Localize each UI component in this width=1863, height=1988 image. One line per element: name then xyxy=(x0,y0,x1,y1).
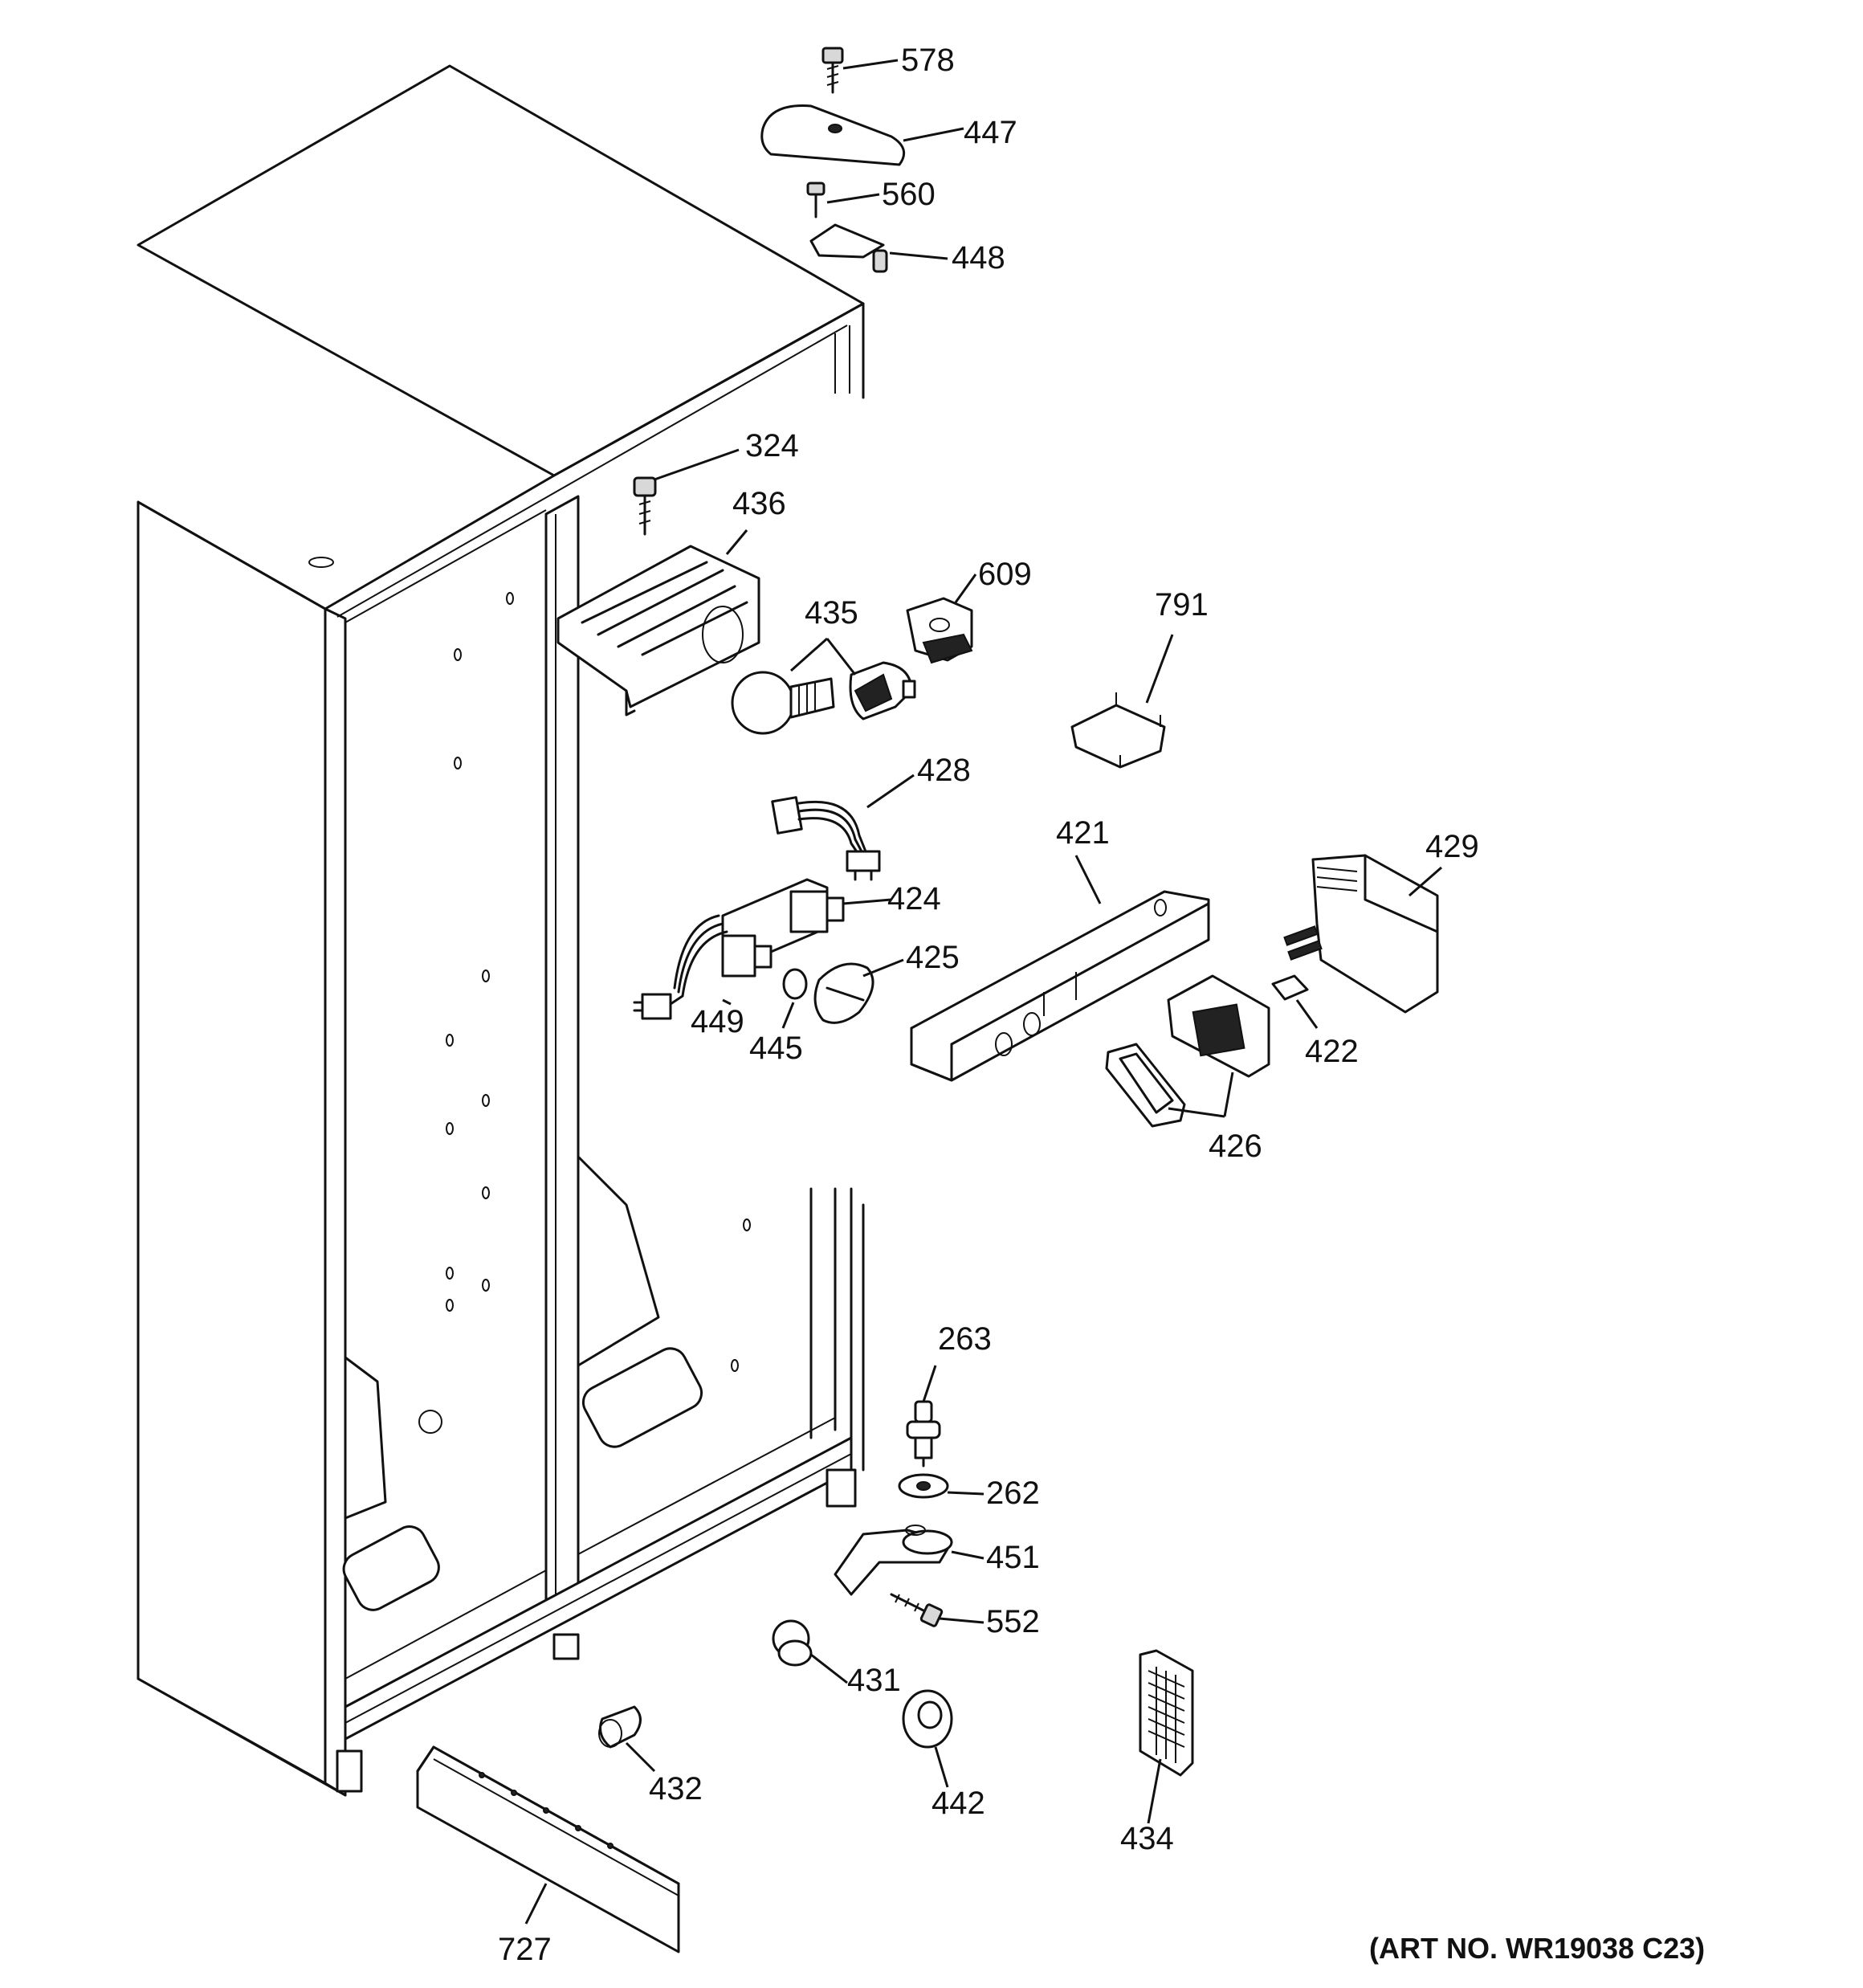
screw-324 xyxy=(633,476,657,536)
leader-lines xyxy=(524,59,1442,1925)
label-451: 451 xyxy=(986,1540,1040,1575)
label-429: 429 xyxy=(1425,829,1479,864)
knob-425 xyxy=(813,962,874,1024)
label-448: 448 xyxy=(952,240,1005,276)
label-609: 609 xyxy=(978,557,1032,592)
label-560: 560 xyxy=(882,177,936,212)
label-426: 426 xyxy=(1209,1129,1262,1164)
roller-431 xyxy=(772,1619,813,1667)
cabinet-mullion xyxy=(544,495,580,1612)
cabinet-holes xyxy=(308,557,751,1372)
label-262: 262 xyxy=(986,1476,1040,1511)
screw-560 xyxy=(806,182,826,218)
label-431: 431 xyxy=(847,1663,901,1698)
light-housing-436 xyxy=(556,545,760,716)
freezer-recess xyxy=(342,1525,440,1611)
label-449: 449 xyxy=(691,1004,744,1039)
light-module-429 xyxy=(1283,854,1439,1014)
cap-791 xyxy=(1070,692,1166,769)
bottom-hinge-451 xyxy=(834,1525,953,1596)
knob-insert-445 xyxy=(782,968,808,1000)
label-428: 428 xyxy=(917,753,971,788)
bushing-432 xyxy=(598,1705,642,1749)
screw-552 xyxy=(890,1593,944,1627)
label-263: 263 xyxy=(938,1321,992,1357)
clip-422 xyxy=(1271,974,1309,1001)
art-number: (ART NO. WR19038 C23) xyxy=(1369,1932,1705,1965)
cabinet-foot-left xyxy=(336,1749,363,1793)
cabinet-rim xyxy=(336,325,848,618)
temperature-control-424 xyxy=(633,878,845,1020)
label-578: 578 xyxy=(901,43,955,78)
washer-262 xyxy=(898,1473,949,1499)
cabinet-top xyxy=(137,64,865,477)
freshfood-recess xyxy=(581,1347,703,1448)
label-422: 422 xyxy=(1305,1034,1359,1069)
label-421: 421 xyxy=(1056,815,1110,851)
label-425: 425 xyxy=(906,940,960,975)
hinge-cap-442 xyxy=(902,1689,953,1749)
label-434: 434 xyxy=(1120,1821,1174,1856)
hinge-cover-447 xyxy=(760,104,906,166)
label-324: 324 xyxy=(745,428,799,463)
label-791: 791 xyxy=(1155,587,1209,623)
label-436: 436 xyxy=(732,486,786,521)
wire-harness-428 xyxy=(771,796,881,881)
cabinet-foot-mid xyxy=(552,1633,580,1660)
freezer-cover xyxy=(344,1356,387,1520)
freshfood-cover xyxy=(577,1155,660,1367)
cabinet-front-edge xyxy=(324,607,347,1797)
freshfood-floor xyxy=(577,1417,836,1555)
cabinet-left-side xyxy=(137,500,327,1785)
freezer-hole xyxy=(418,1410,442,1434)
grille-434 xyxy=(1139,1649,1194,1777)
screw-578 xyxy=(821,47,844,94)
rail-line xyxy=(344,1453,852,1724)
label-432: 432 xyxy=(649,1771,703,1806)
label-424: 424 xyxy=(887,881,941,916)
control-housing-421 xyxy=(910,890,1210,1082)
freezer-floor xyxy=(344,1570,547,1680)
label-435: 435 xyxy=(805,595,858,631)
cabinet-left-top-edge xyxy=(137,500,327,610)
light-frame-426 xyxy=(1105,1043,1186,1128)
light-lens-426 xyxy=(1167,974,1270,1078)
top-hinge-448 xyxy=(809,223,888,273)
label-442: 442 xyxy=(932,1786,985,1821)
label-447: 447 xyxy=(964,115,1017,150)
refrigerator-cabinet xyxy=(137,64,865,1797)
cabinet-front-top-edge xyxy=(324,302,865,610)
hinge-pin-263 xyxy=(906,1400,941,1468)
light-socket-435 xyxy=(849,661,916,720)
label-727: 727 xyxy=(498,1932,552,1967)
label-552: 552 xyxy=(986,1604,1040,1639)
label-445: 445 xyxy=(749,1031,803,1066)
cabinet-foot-right xyxy=(826,1468,857,1508)
freezer-back-top xyxy=(344,509,547,623)
switch-609 xyxy=(906,597,973,664)
toe-grille-727 xyxy=(416,1745,680,1953)
part-labels: 578 447 560 448 324 436 609 435 791 428 … xyxy=(498,43,1479,1967)
light-bulb-435 xyxy=(731,671,835,735)
